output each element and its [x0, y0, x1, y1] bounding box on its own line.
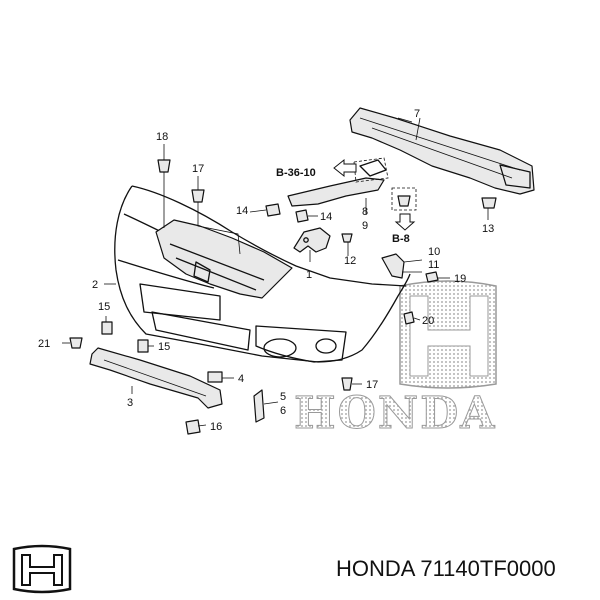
part-bracket-1 [293, 227, 331, 253]
callout-1: 1 [306, 269, 312, 281]
part-side-strip [253, 389, 265, 423]
part-bracket-10 [381, 253, 405, 279]
honda-h-logo-icon [12, 544, 72, 594]
bolt-17-bottom [341, 377, 353, 391]
clip-16 [185, 419, 201, 435]
callout-14-left: 14 [236, 205, 248, 217]
callout-labels: 18 17 7 B-36-10 8 9 14 14 B-8 10 11 12 1… [38, 108, 494, 433]
callout-16: 16 [210, 421, 222, 433]
nut-15-right [137, 339, 149, 353]
screw-19 [425, 271, 439, 283]
callout-15-right: 15 [158, 341, 170, 353]
callout-15-left: 15 [98, 301, 110, 313]
callout-11: 11 [428, 259, 439, 271]
bolt-18 [157, 159, 171, 173]
nut-15-left [101, 321, 113, 335]
callout-7: 7 [414, 108, 420, 120]
clip-b8 [397, 195, 411, 207]
callout-17-top: 17 [192, 163, 204, 175]
callout-18: 18 [156, 131, 168, 143]
arrow-left-icon [333, 158, 357, 178]
clip-12 [341, 233, 353, 243]
part-lower-strip [89, 347, 223, 409]
callout-2: 2 [92, 279, 98, 291]
callout-9: 9 [362, 220, 368, 232]
leader-lines [62, 117, 489, 427]
bolt-14-left [265, 203, 281, 217]
callout-8: 8 [362, 206, 368, 218]
callout-13: 13 [482, 223, 494, 235]
callout-19: 19 [454, 273, 466, 285]
ref-b-8: B-8 [392, 233, 410, 245]
part-bumper-beam [349, 107, 535, 195]
callout-5: 5 [280, 391, 286, 403]
callout-21: 21 [38, 338, 50, 350]
honda-watermark-text: HONDA [294, 388, 496, 439]
callout-14-right: 14 [320, 211, 332, 223]
bolt-17-top [191, 189, 205, 203]
callout-3: 3 [127, 397, 133, 409]
arrow-down-icon [394, 213, 416, 231]
callout-12: 12 [344, 255, 356, 267]
clip-4 [207, 371, 223, 383]
callout-10: 10 [428, 246, 440, 258]
callout-17-bottom: 17 [366, 379, 378, 391]
honda-watermark-h-icon [399, 280, 497, 389]
callout-20: 20 [422, 315, 434, 327]
callout-4: 4 [238, 373, 244, 385]
part-number-label: HONDA 71140TF0000 [336, 556, 556, 581]
honda-watermark: HONDA [294, 280, 497, 440]
fasteners [69, 159, 497, 435]
ref-b-36-10: B-36-10 [276, 167, 316, 179]
screw-21 [69, 337, 83, 349]
bolt-13 [481, 197, 497, 209]
callout-6: 6 [280, 405, 286, 417]
bolt-14-right [295, 209, 309, 223]
clip-20 [403, 311, 415, 325]
reference-markers [333, 157, 417, 231]
part-bumper-cover [114, 185, 411, 363]
